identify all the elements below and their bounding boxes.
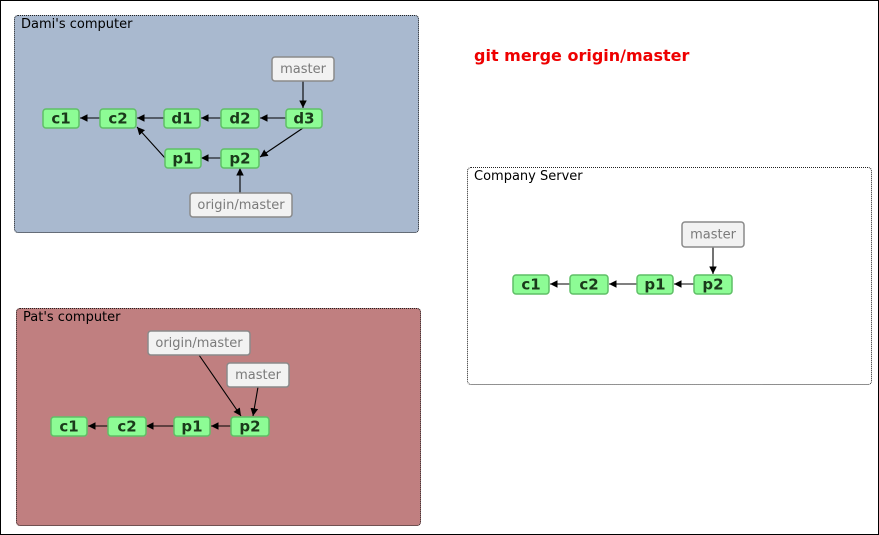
commit-d2-label: d2 <box>229 110 250 128</box>
ref-master-label: master <box>690 228 736 243</box>
commit-d3-label: d3 <box>293 110 314 128</box>
commit-c2-label: c2 <box>108 110 127 128</box>
ref-master-label: master <box>235 368 281 383</box>
commit-p1-label: p1 <box>172 150 193 168</box>
dami-graph: c1 c2 d1 d2 d3 p1 p2 master <box>42 56 335 218</box>
ref-master-label: master <box>280 62 326 77</box>
edge-originmaster-p2 <box>198 354 242 417</box>
commit-c2-label: c2 <box>117 418 136 436</box>
edge-master-p2 <box>250 386 259 417</box>
commit-p2: p2 <box>220 148 260 169</box>
commit-c1: c1 <box>42 108 80 129</box>
commit-p2: p2 <box>230 416 270 437</box>
ref-master: master <box>271 56 335 82</box>
commit-p2-label: p2 <box>229 150 250 168</box>
ref-origin-master-label: origin/master <box>197 198 285 213</box>
commit-c1-label: c1 <box>521 276 540 294</box>
commit-c2: c2 <box>569 274 609 295</box>
ref-master: master <box>226 362 290 388</box>
commit-d3: d3 <box>285 108 323 129</box>
commit-c1-label: c1 <box>51 110 70 128</box>
pat-graph: c1 c2 p1 p2 origin/master master <box>50 330 290 437</box>
commit-c2: c2 <box>99 108 137 129</box>
ref-master: master <box>681 221 745 248</box>
dami-computer-label: Dami's computer <box>21 17 133 32</box>
commit-p2-label: p2 <box>239 418 260 436</box>
edge-d3-p2 <box>259 127 304 158</box>
ref-origin-master: origin/master <box>189 192 293 218</box>
commit-c2: c2 <box>107 416 147 437</box>
commit-p1: p1 <box>636 274 674 295</box>
commit-p2: p2 <box>693 274 733 295</box>
commit-c2-label: c2 <box>579 276 598 294</box>
pat-computer-label: Pat's computer <box>23 310 121 325</box>
git-command-title: git merge origin/master <box>474 46 690 65</box>
commit-c1-label: c1 <box>59 418 78 436</box>
commit-c1: c1 <box>512 274 550 295</box>
commit-p2-label: p2 <box>702 276 723 294</box>
ref-origin-master: origin/master <box>147 330 251 356</box>
commit-d2: d2 <box>220 108 260 129</box>
commit-p1: p1 <box>164 148 202 169</box>
ref-origin-master-label: origin/master <box>155 336 243 351</box>
company-server-label: Company Server <box>474 169 583 184</box>
commit-c1: c1 <box>50 416 88 437</box>
commit-p1-label: p1 <box>644 276 665 294</box>
edge-p1-c2 <box>136 126 166 159</box>
server-graph: c1 c2 p1 p2 master <box>512 221 745 295</box>
commit-d1: d1 <box>163 108 201 129</box>
commit-p1-label: p1 <box>181 418 202 436</box>
commit-p1: p1 <box>173 416 211 437</box>
commit-d1-label: d1 <box>171 110 192 128</box>
